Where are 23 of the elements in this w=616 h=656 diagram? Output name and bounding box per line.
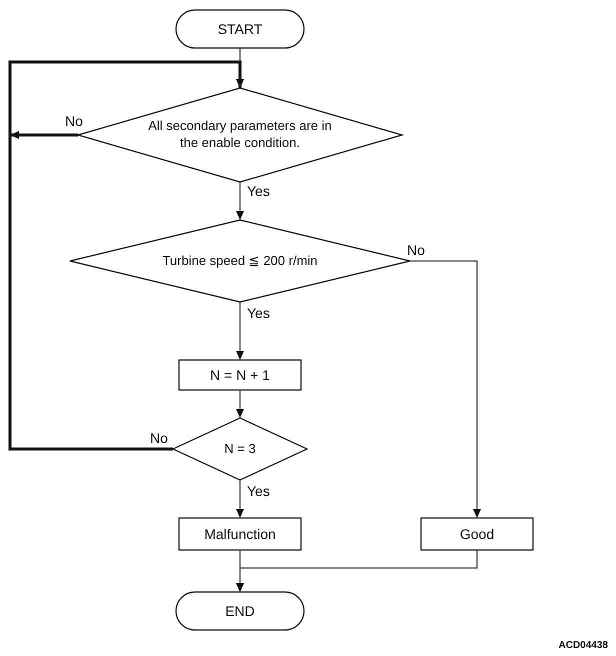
- arrow: [236, 480, 244, 518]
- arrow: [410, 260, 481, 518]
- node-text: END: [225, 602, 255, 620]
- node-text: N = N + 1: [210, 366, 270, 384]
- arrow: [10, 131, 78, 139]
- node-text: All secondary parameters are in the enable condition.: [147, 118, 333, 152]
- edge-label: No: [406, 243, 426, 258]
- node-text: Good: [460, 524, 494, 544]
- node-text: N = 3: [224, 440, 256, 458]
- node-text: Turbine speed ≦ 200 r/min: [162, 252, 318, 270]
- figure-id: ACD04438: [558, 640, 608, 651]
- edge-label: No: [64, 114, 84, 130]
- arrow: [8, 60, 244, 450]
- arrow: [236, 390, 244, 418]
- node-text: Malfunction: [204, 524, 276, 544]
- arrow: [236, 182, 244, 220]
- arrow: [236, 550, 478, 592]
- edge-label: Yes: [246, 184, 271, 200]
- node-text: START: [218, 20, 262, 38]
- arrow: [236, 302, 244, 360]
- edge-label: Yes: [246, 484, 271, 500]
- edge-label: No: [149, 431, 169, 446]
- edge-label: Yes: [246, 306, 271, 322]
